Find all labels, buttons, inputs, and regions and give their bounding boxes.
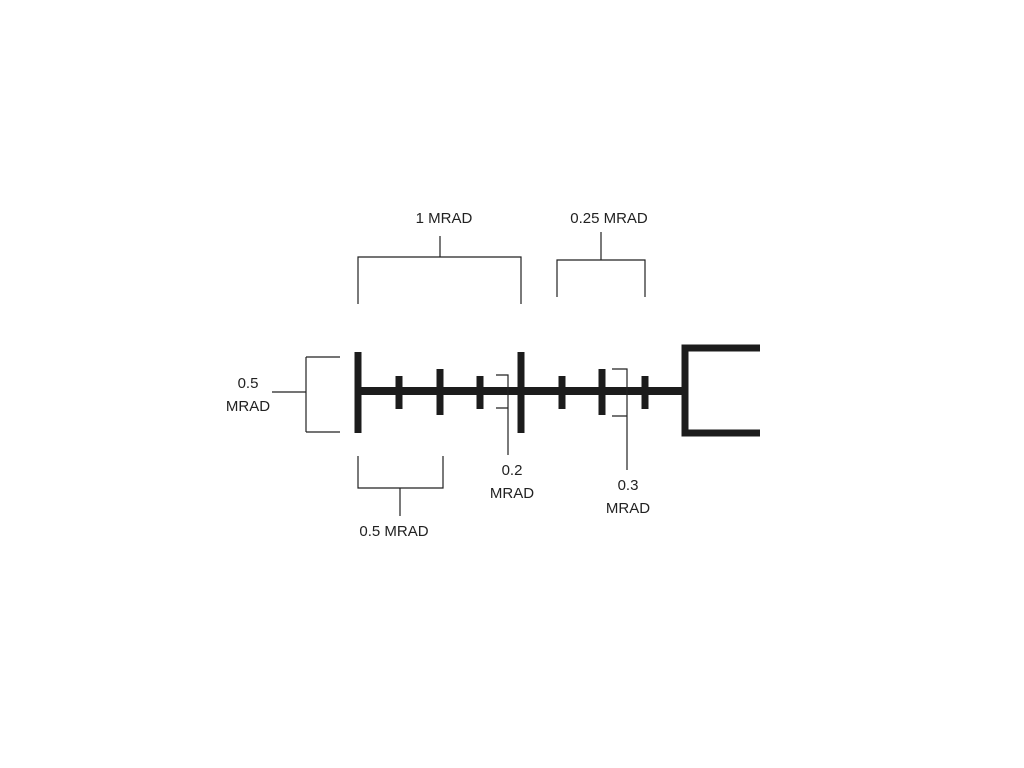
medium-tick-value: 0.3 — [617, 477, 639, 494]
half-mrad-spacing-bracket — [357, 456, 444, 516]
half-mrad-height-unit: MRAD — [225, 398, 271, 415]
small-tick-unit: MRAD — [489, 485, 535, 502]
reticle-post-bracket — [681, 344, 760, 437]
quarter-mrad-label: 0.25 MRAD — [570, 210, 648, 227]
half-mrad-height-bracket — [272, 356, 340, 433]
quarter-mrad-bracket — [556, 232, 646, 297]
small-tick-value: 0.2 — [501, 462, 523, 479]
small-tick-bracket — [496, 374, 509, 455]
half-mrad-height-label: 0.5 MRAD — [213, 372, 283, 418]
medium-tick-unit: MRAD — [605, 500, 651, 517]
small-tick-label: 0.2 MRAD — [477, 459, 547, 505]
one-mrad-bracket — [357, 236, 522, 304]
medium-tick-label: 0.3 MRAD — [593, 474, 663, 520]
half-mrad-height-value: 0.5 — [237, 375, 259, 392]
medium-tick-bracket — [612, 368, 628, 470]
one-mrad-label: 1 MRAD — [415, 210, 473, 227]
half-mrad-spacing-label: 0.5 MRAD — [359, 523, 429, 540]
